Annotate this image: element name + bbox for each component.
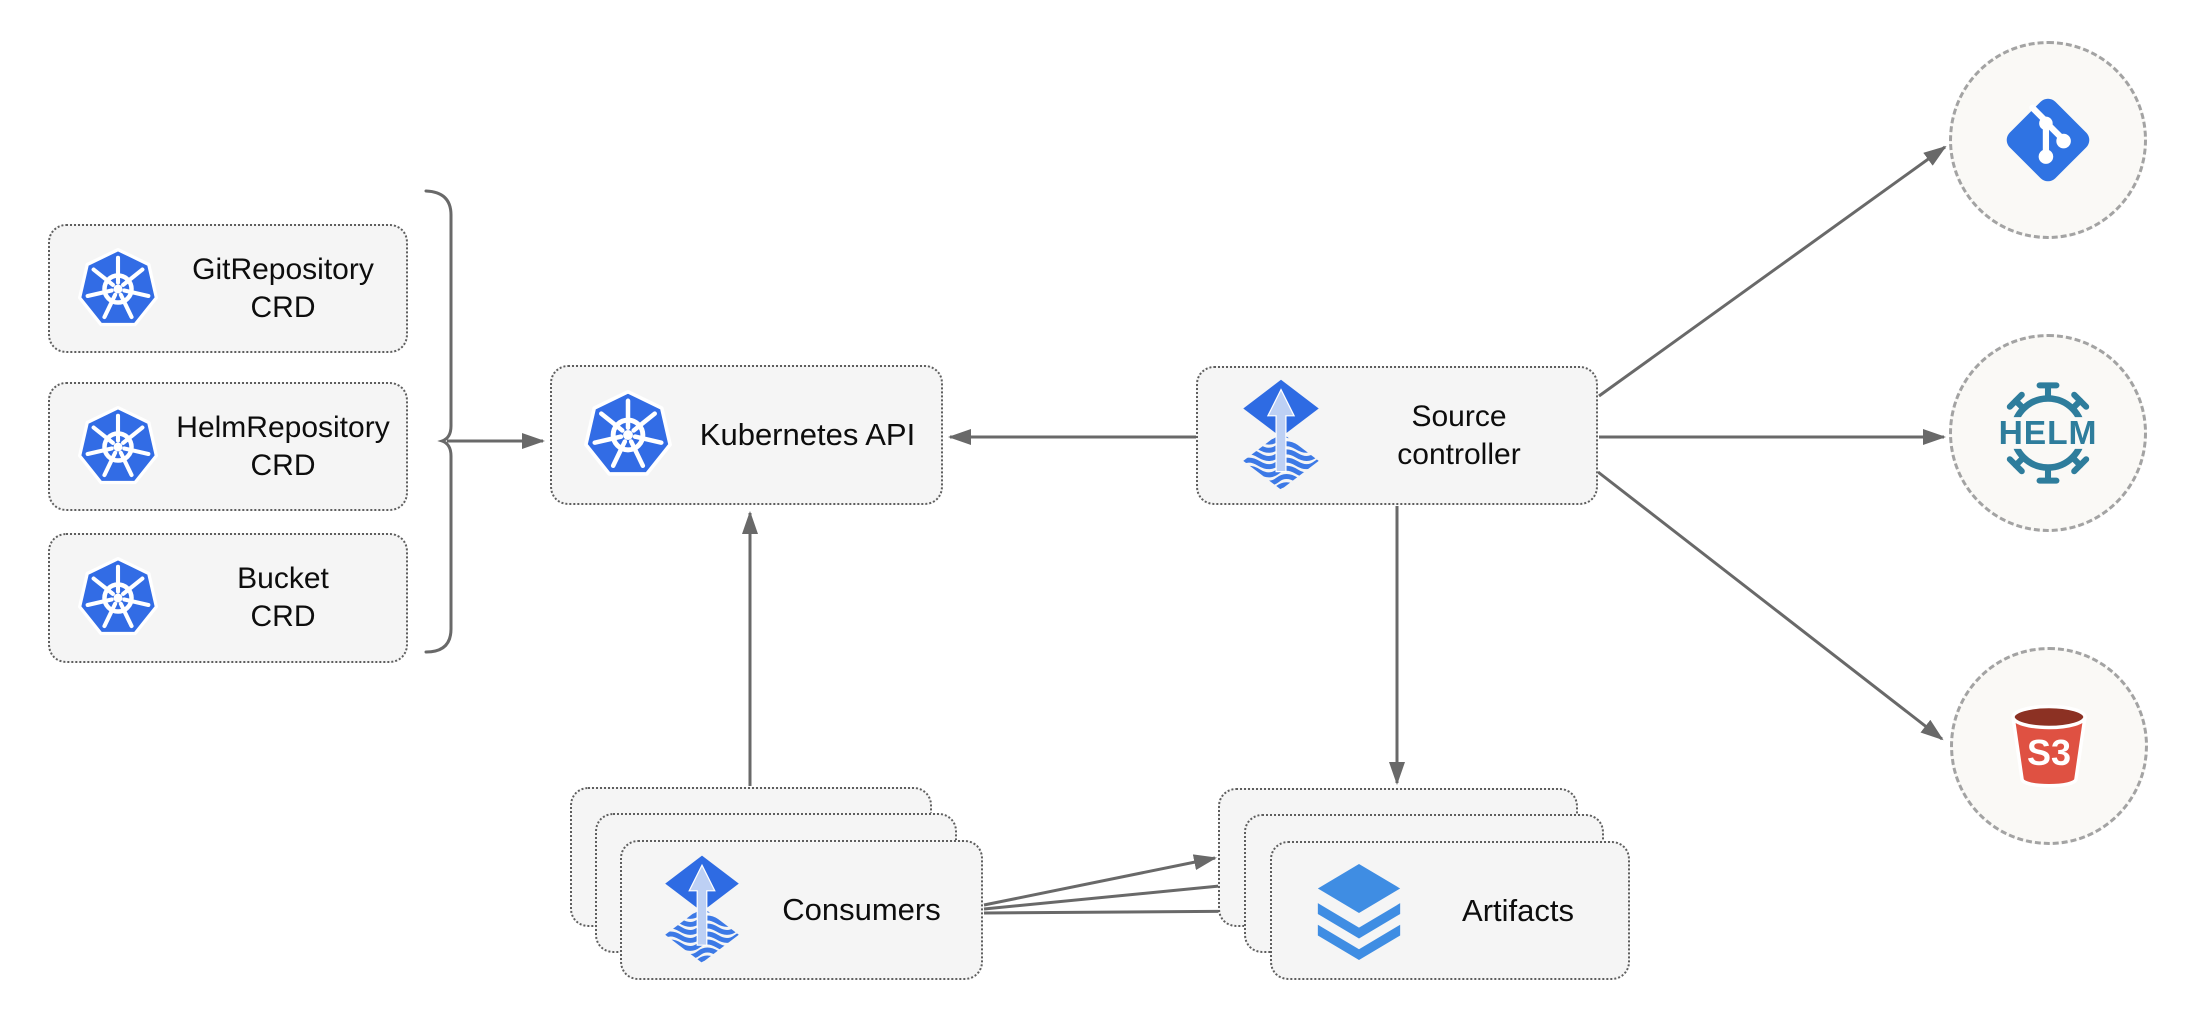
kubernetes-icon <box>76 557 160 639</box>
gitrepository-crd-label: GitRepository CRD <box>192 252 374 324</box>
s3-label: S3 <box>2027 732 2071 773</box>
consumers-label: Consumers <box>782 892 941 927</box>
gitrepository-crd-node: GitRepository CRD <box>48 224 408 353</box>
kubernetes-api-node: Kubernetes API <box>550 365 943 505</box>
kubernetes-icon <box>582 390 674 480</box>
edge-source-to-s3 <box>1597 470 1944 741</box>
helmrepository-crd-label: HelmRepository CRD <box>176 410 390 482</box>
s3-bucket-icon: S3 <box>2011 704 2087 788</box>
edge-consumers-to-artifacts-2 <box>983 878 1242 911</box>
layers-icon <box>1310 860 1408 962</box>
bucket-crd-node: Bucket CRD <box>48 533 408 663</box>
helmrepository-crd-node: HelmRepository CRD <box>48 382 408 511</box>
consumers-node: Consumers <box>620 840 983 980</box>
edge-source-to-git <box>1598 145 1947 398</box>
helm-label: HELM <box>1999 415 2098 452</box>
flux-icon <box>1240 378 1322 493</box>
bucket-crd-label: Bucket CRD <box>237 562 329 633</box>
consumers-stack: Consumers <box>570 787 984 981</box>
git-icon <box>1996 88 2100 192</box>
git-source-node <box>1949 41 2147 239</box>
helm-icon: HELM <box>1978 382 2118 484</box>
artifacts-node: Artifacts <box>1270 841 1630 980</box>
artifacts-label: Artifacts <box>1462 892 1574 928</box>
crd-group-bracket <box>424 189 453 654</box>
kubernetes-icon <box>76 248 160 330</box>
source-controller-label: Source controller <box>1397 399 1521 471</box>
helm-source-node: HELM <box>1949 334 2147 532</box>
edge-consumers-to-artifacts-1 <box>983 854 1217 907</box>
kubernetes-icon <box>76 406 160 488</box>
artifacts-stack: Artifacts <box>1218 788 1631 981</box>
s3-source-node: S3 <box>1950 647 2148 845</box>
source-controller-node: Source controller <box>1196 366 1598 505</box>
flux-icon <box>662 854 742 966</box>
kubernetes-api-label: Kubernetes API <box>699 417 916 452</box>
